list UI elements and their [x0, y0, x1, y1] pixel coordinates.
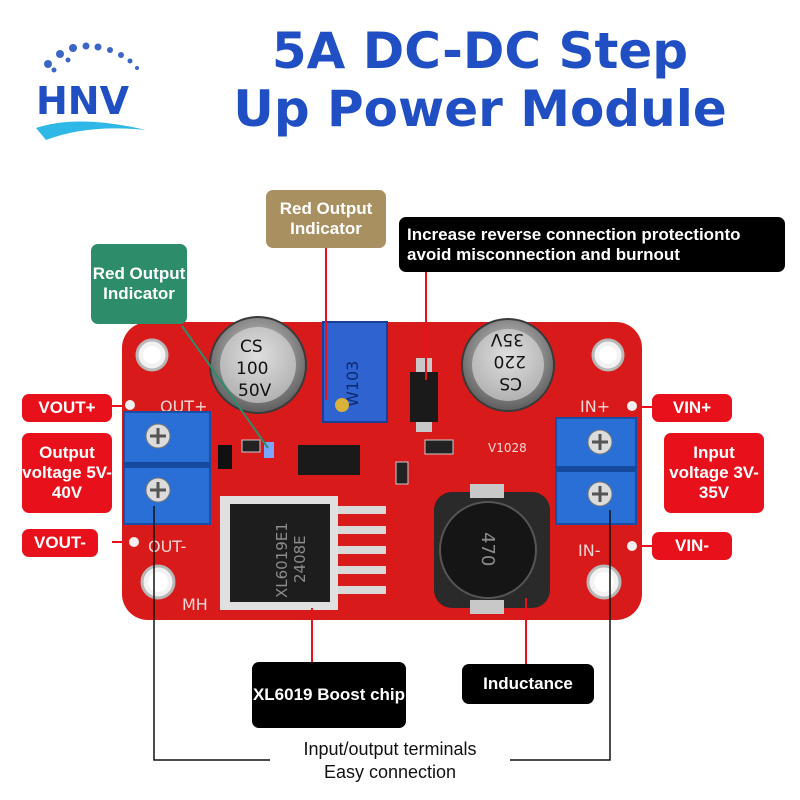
svg-text:CS: CS: [240, 337, 263, 357]
page-title: 5A DC-DC Step Up Power Module: [200, 22, 760, 138]
logo-wave: [36, 121, 146, 140]
label-vout-plus: VOUT+: [22, 394, 112, 422]
svg-text:XL6019E1: XL6019E1: [273, 522, 291, 598]
title-line-2: Up Power Module: [233, 80, 727, 138]
label-vin-minus: VIN-: [652, 532, 732, 560]
xl6019-chip: XL6019E1 2408E: [220, 496, 386, 610]
silk-in-plus: IN+: [580, 397, 610, 416]
inductor: 470: [434, 484, 550, 614]
hnv-logo: HNV: [36, 42, 146, 140]
smd-components: [218, 439, 454, 485]
terminals-caption-line-1: Input/output terminals: [303, 739, 477, 759]
potentiometer: W103: [322, 321, 388, 423]
label-vin-plus: VIN+: [652, 394, 732, 422]
svg-text:50V: 50V: [238, 381, 272, 401]
svg-text:100: 100: [236, 359, 268, 379]
protection-diode: [410, 358, 438, 432]
input-terminal-block: [555, 417, 637, 525]
svg-text:W103: W103: [343, 361, 362, 407]
terminals-caption-line-2: Easy connection: [323, 762, 457, 782]
silk-in-minus: IN-: [578, 541, 600, 560]
right-capacitor: CS 220 35V: [461, 318, 555, 412]
silk-mh: MH: [182, 595, 208, 614]
label-red-output-indicator-left: Red Output Indicator: [91, 244, 187, 324]
terminals-caption: Input/output terminals Easy connection: [240, 738, 540, 784]
logo-dots: [44, 42, 139, 73]
svg-text:470: 470: [477, 532, 498, 566]
mounting-holes: [135, 338, 625, 600]
label-boost-chip: XL6019 Boost chip: [252, 662, 406, 728]
label-red-output-indicator-top: Red Output Indicator: [266, 190, 386, 248]
left-capacitor: CS 100 50V: [209, 316, 307, 414]
label-reverse-protection: Increase reverse connection protectionto…: [399, 217, 785, 272]
silk-version: V1028: [488, 441, 527, 455]
teal-pointer-line: [181, 325, 269, 449]
label-vout-minus: VOUT-: [22, 529, 98, 557]
logo-text: HNV: [36, 79, 130, 123]
title-line-1: 5A DC-DC Step: [271, 22, 689, 80]
svg-text:CS: CS: [499, 373, 522, 393]
terminal-bracket-lines: [153, 506, 611, 761]
svg-text:220: 220: [494, 351, 526, 371]
label-output-voltage: Output voltage 5V-40V: [22, 433, 112, 513]
svg-text:2408E: 2408E: [291, 535, 309, 583]
pointer-lines: [112, 240, 652, 664]
output-terminal-block: [123, 411, 211, 525]
svg-text:35V: 35V: [490, 329, 524, 349]
label-input-voltage: Input voltage 3V-35V: [664, 433, 764, 513]
pin-pads: [125, 400, 637, 551]
silk-out-minus: OUT-: [148, 537, 186, 556]
label-inductance: Inductance: [462, 664, 594, 704]
